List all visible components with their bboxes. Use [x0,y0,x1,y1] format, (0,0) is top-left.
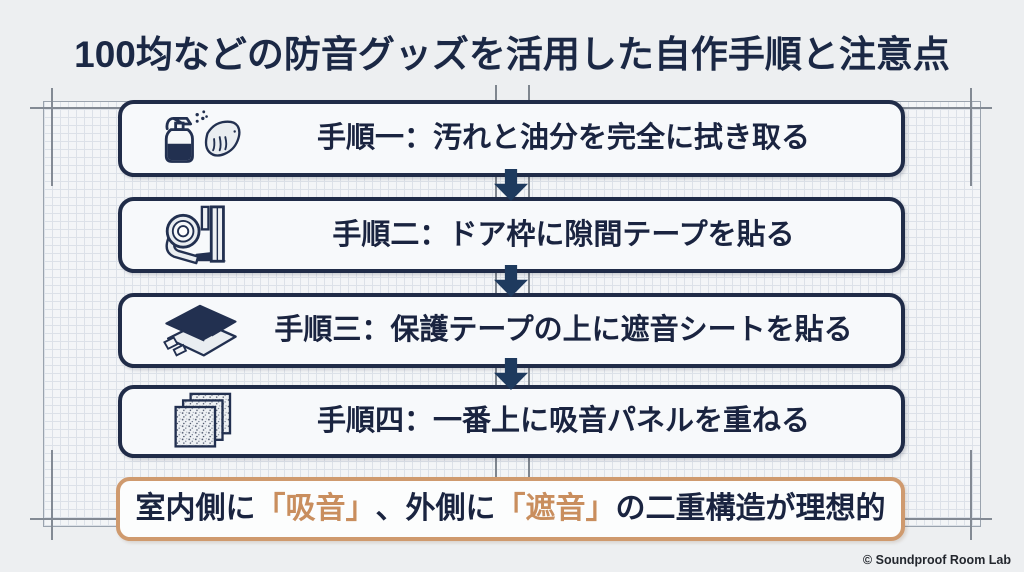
step-box-4: 手順四：一番上に吸音パネルを重ねる [118,385,905,458]
spray-clean-icon [146,109,254,169]
step-label: 手順一：汚れと油分を完全に拭き取る [316,122,810,154]
conclusion-highlight-insulate: 「遮音」 [495,492,616,525]
step-label: 手順四：一番上に吸音パネルを重ねる [316,405,810,437]
guide-line [51,450,53,540]
step-label: 手順二：ドア枠に隙間テープを貼る [332,218,795,251]
copyright-credit: © Soundproof Room Lab [862,553,1011,567]
guide-line [970,88,972,186]
step-box-1: 手順一：汚れと油分を完全に拭き取る [118,100,905,177]
step-label: 手順三：保護テープの上に遮音シートを貼る [274,314,853,346]
conclusion-highlight-absorb: 「吸音」 [255,492,376,525]
conclusion-text: 室内側に [135,492,256,525]
guide-line [970,450,972,540]
step-box-3: 手順三：保護テープの上に遮音シートを貼る [118,293,905,368]
acoustic-panel-icon [146,392,254,452]
conclusion-box: 室内側に「吸音」、外側に「遮音」の二重構造が理想的 [116,477,905,541]
conclusion-text: の二重構造が理想的 [615,492,886,525]
page-title: 100均などの防音グッズを活用した自作手順と注意点 [74,34,950,75]
soundproof-sheet-icon [146,301,254,361]
step-box-2: 手順二：ドア枠に隙間テープを貼る [118,197,905,273]
guide-line [51,88,53,186]
gap-tape-door-icon [146,205,254,265]
conclusion-text: 、外側に [375,492,496,525]
